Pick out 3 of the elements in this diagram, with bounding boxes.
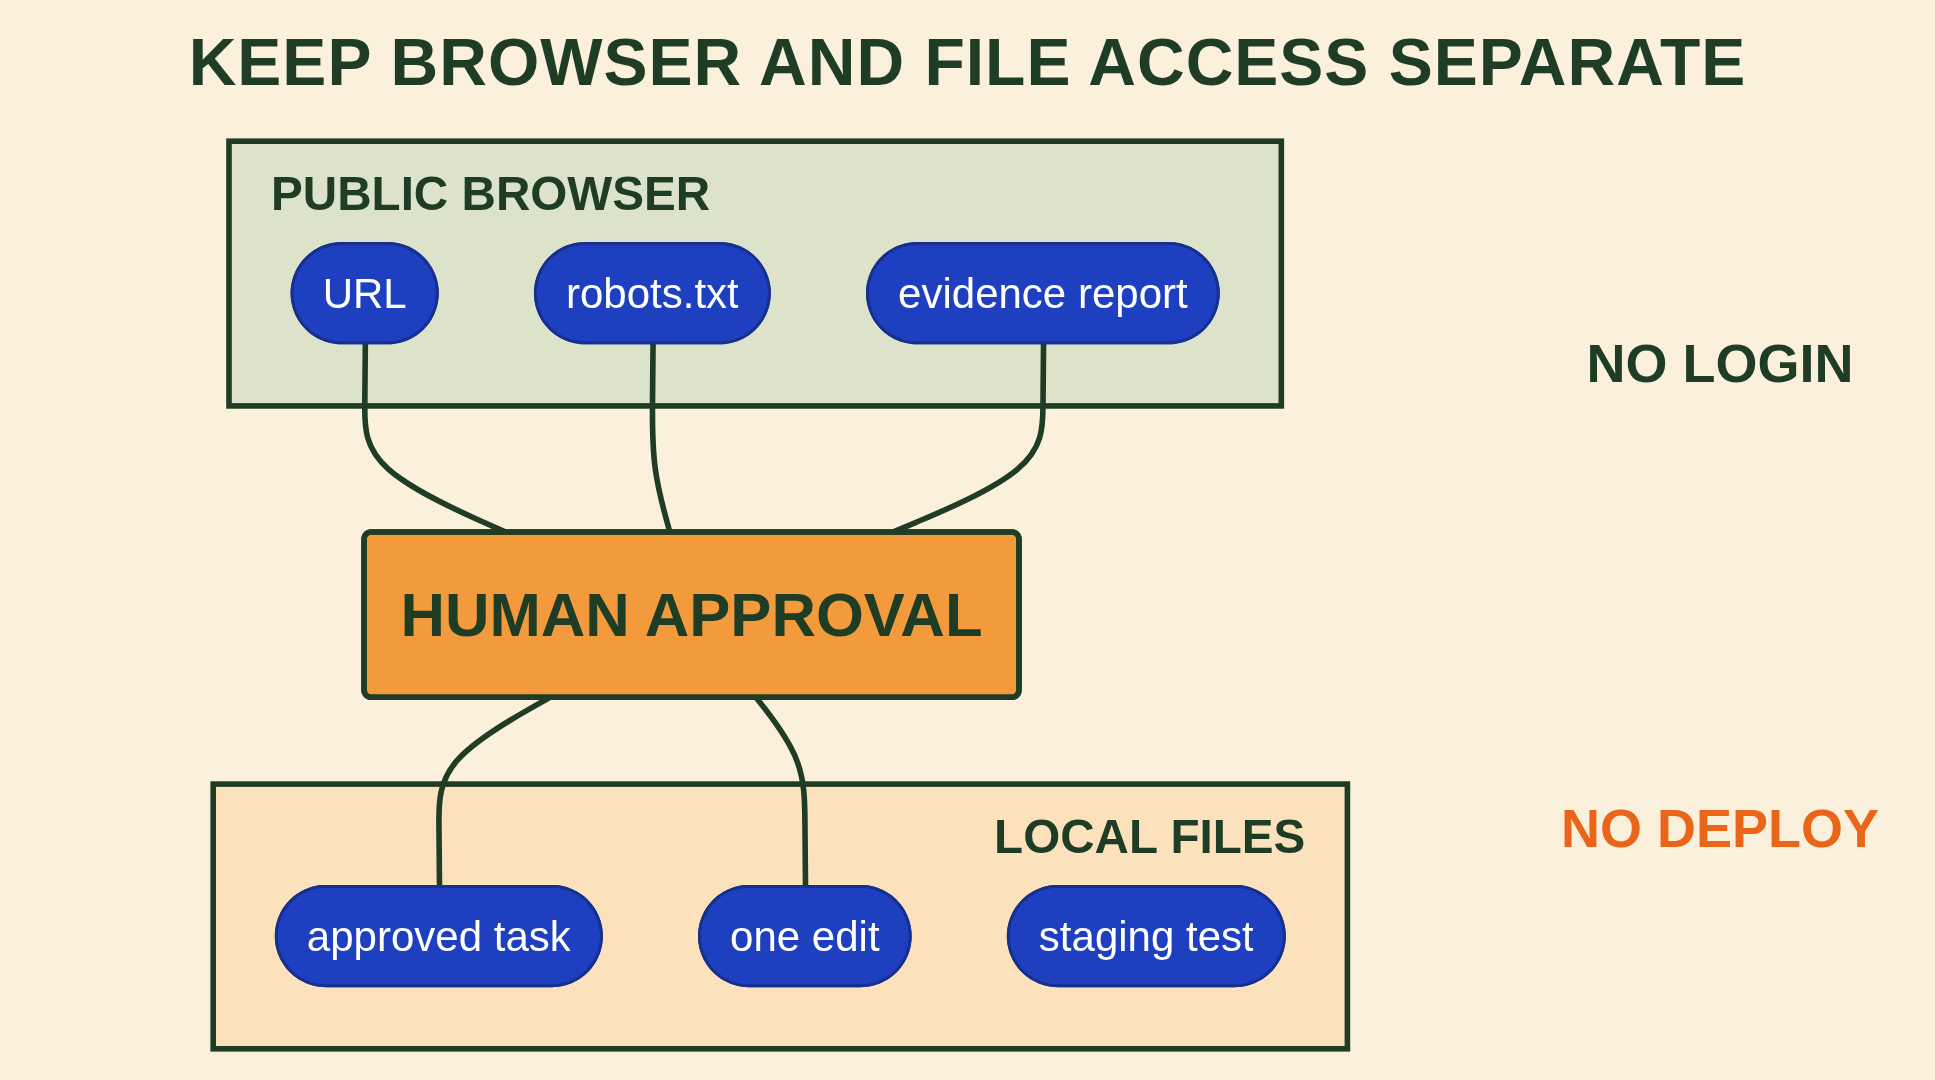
- lane-note: NO DEPLOY: [1560, 796, 1879, 859]
- diagram-title: KEEP BROWSER AND FILE ACCESS SEPARATE: [187, 24, 1748, 100]
- lane-note: NO LOGIN: [1586, 331, 1854, 394]
